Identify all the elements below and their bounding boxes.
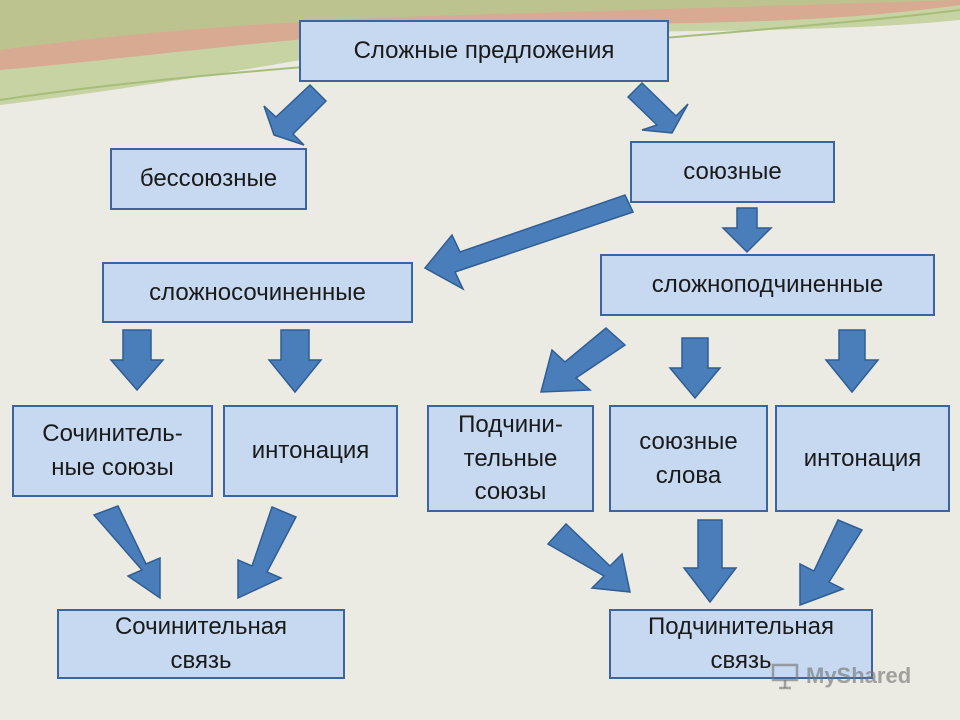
arrow-soyuznye-to-slozhnosochinennye xyxy=(423,194,635,291)
node-label: интонация xyxy=(803,444,922,472)
node-label-line-2: связь xyxy=(170,647,232,674)
node-label-line-2: слова xyxy=(655,461,722,489)
node-slozhnosochinennye: сложносочиненные xyxy=(102,262,413,323)
node-slozhnye-predlozheniya: Сложные предложения xyxy=(299,20,669,82)
node-label-line-1: Сочинитель- xyxy=(42,420,183,448)
node-bessoyuznye: бессоюзные xyxy=(110,148,307,210)
arrow-intonaciya-to-sochinitelnaya-svyaz xyxy=(237,505,298,600)
node-intonaciya-left: интонация xyxy=(223,405,398,497)
node-label: сложносочиненные xyxy=(149,278,366,306)
node-podchinitelnye-soyuzy: Подчини- тельные союзы xyxy=(427,405,594,512)
arrow-title-to-bessoyuznye xyxy=(263,83,328,146)
node-label-line-3: союзы xyxy=(474,478,547,506)
presentation-board-icon xyxy=(771,663,799,690)
node-sochinitelnye-soyuzy: Сочинитель- ные союзы xyxy=(12,405,213,497)
node-soyuznye-slova: союзные слова xyxy=(609,405,768,512)
node-label: союзные xyxy=(683,158,782,186)
node-label-line-2: связь xyxy=(710,647,772,674)
node-label: бессоюзные xyxy=(139,165,278,193)
node-label-line-1: Подчини- xyxy=(458,411,563,439)
arrow-podchinennye-to-intonaciya xyxy=(824,329,880,394)
node-label: сложноподчиненные xyxy=(651,271,884,299)
node-label-line-1: союзные xyxy=(639,427,738,455)
arrow-intonaciya-to-podchinitelnaya-svyaz xyxy=(799,519,864,607)
arrow-podchinennye-to-soyuzy xyxy=(540,327,627,393)
arrow-sochinennye-to-intonaciya xyxy=(267,329,323,394)
node-soyuznye: союзные xyxy=(630,141,835,203)
arrow-sochinennye-to-soyuzy xyxy=(109,329,165,392)
arrow-podchinitelnye-soyuzy-to-podchinitelnaya-svyaz xyxy=(546,522,631,593)
node-label: интонация xyxy=(251,437,370,465)
node-label-line-2: тельные xyxy=(463,444,558,472)
arrow-soyuzy-to-sochinitelnaya-svyaz xyxy=(92,505,161,600)
arrow-soyuznye-to-slozhnopodchinennye xyxy=(721,207,773,254)
arrow-title-to-soyuznye xyxy=(626,81,689,134)
node-label-line-1: Сочинительная xyxy=(114,613,288,641)
node-intonaciya-right: интонация xyxy=(775,405,950,512)
node-label-line-2: ные союзы xyxy=(51,454,174,481)
node-label-line-1: Подчинительная xyxy=(647,613,835,641)
node-label: Сложные предложения xyxy=(353,37,615,65)
node-podchinitelnaya-svyaz: Подчинительная связь xyxy=(609,609,873,679)
watermark: MyShared xyxy=(770,660,911,692)
node-sochinitelnaya-svyaz: Сочинительная связь xyxy=(57,609,345,679)
watermark-text: MyShared xyxy=(806,663,912,688)
arrow-soyuznye-slova-to-podchinitelnaya-svyaz xyxy=(682,519,738,604)
arrow-podchinennye-to-slova xyxy=(668,337,722,400)
node-slozhnopodchinennye: сложноподчиненные xyxy=(600,254,935,316)
